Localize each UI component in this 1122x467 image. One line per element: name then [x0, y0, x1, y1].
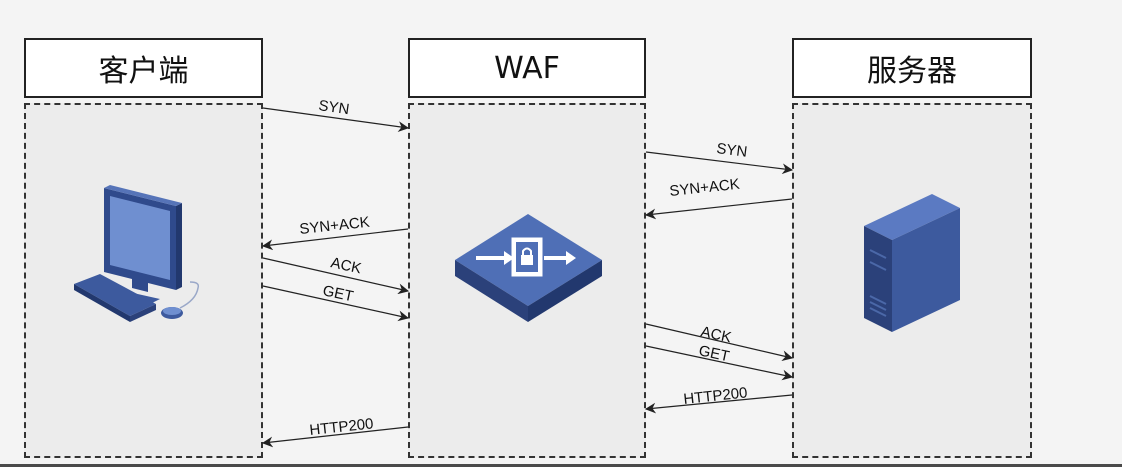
- waf-firewall-icon: [455, 214, 602, 322]
- client-title: 客户端: [98, 54, 189, 89]
- arrow-waf-to-client-synack: [261, 228, 409, 251]
- label-http200-server-waf: HTTP200: [683, 384, 749, 408]
- tower-server-icon: [864, 194, 960, 332]
- arrow-client-to-waf-ack: [262, 257, 410, 295]
- label-http200-waf-client: HTTP200: [309, 415, 375, 439]
- arrow-server-to-waf-http200: [644, 394, 793, 414]
- label-get-client-waf: GET: [321, 282, 355, 305]
- arrow-waf-to-server-ack: [645, 323, 794, 362]
- client-header: 客户端: [24, 38, 263, 98]
- arrow-waf-to-client-http200: [261, 426, 409, 448]
- arrow-server-to-waf-synack: [644, 198, 793, 220]
- label-syn-waf-server: SYN: [716, 140, 749, 161]
- server-header: 服务器: [792, 38, 1032, 98]
- arrow-client-to-waf-get: [262, 285, 410, 322]
- waf-title: WAF: [494, 50, 560, 86]
- bottom-divider: [0, 464, 1122, 467]
- arrow-waf-to-server-syn: [645, 151, 794, 175]
- server-title: 服务器: [867, 54, 957, 89]
- label-ack-client-waf: ACK: [329, 254, 363, 277]
- arrow-waf-to-server-get: [645, 345, 794, 381]
- label-ack-waf-server: ACK: [699, 323, 733, 346]
- label-synack-server-waf: SYN+ACK: [669, 176, 741, 200]
- label-syn-client-waf: SYN: [317, 97, 350, 118]
- arrow-client-to-waf-syn: [262, 107, 410, 133]
- label-get-waf-server: GET: [697, 342, 731, 365]
- waf-header: WAF: [408, 38, 646, 98]
- desktop-computer-icon: [74, 185, 200, 322]
